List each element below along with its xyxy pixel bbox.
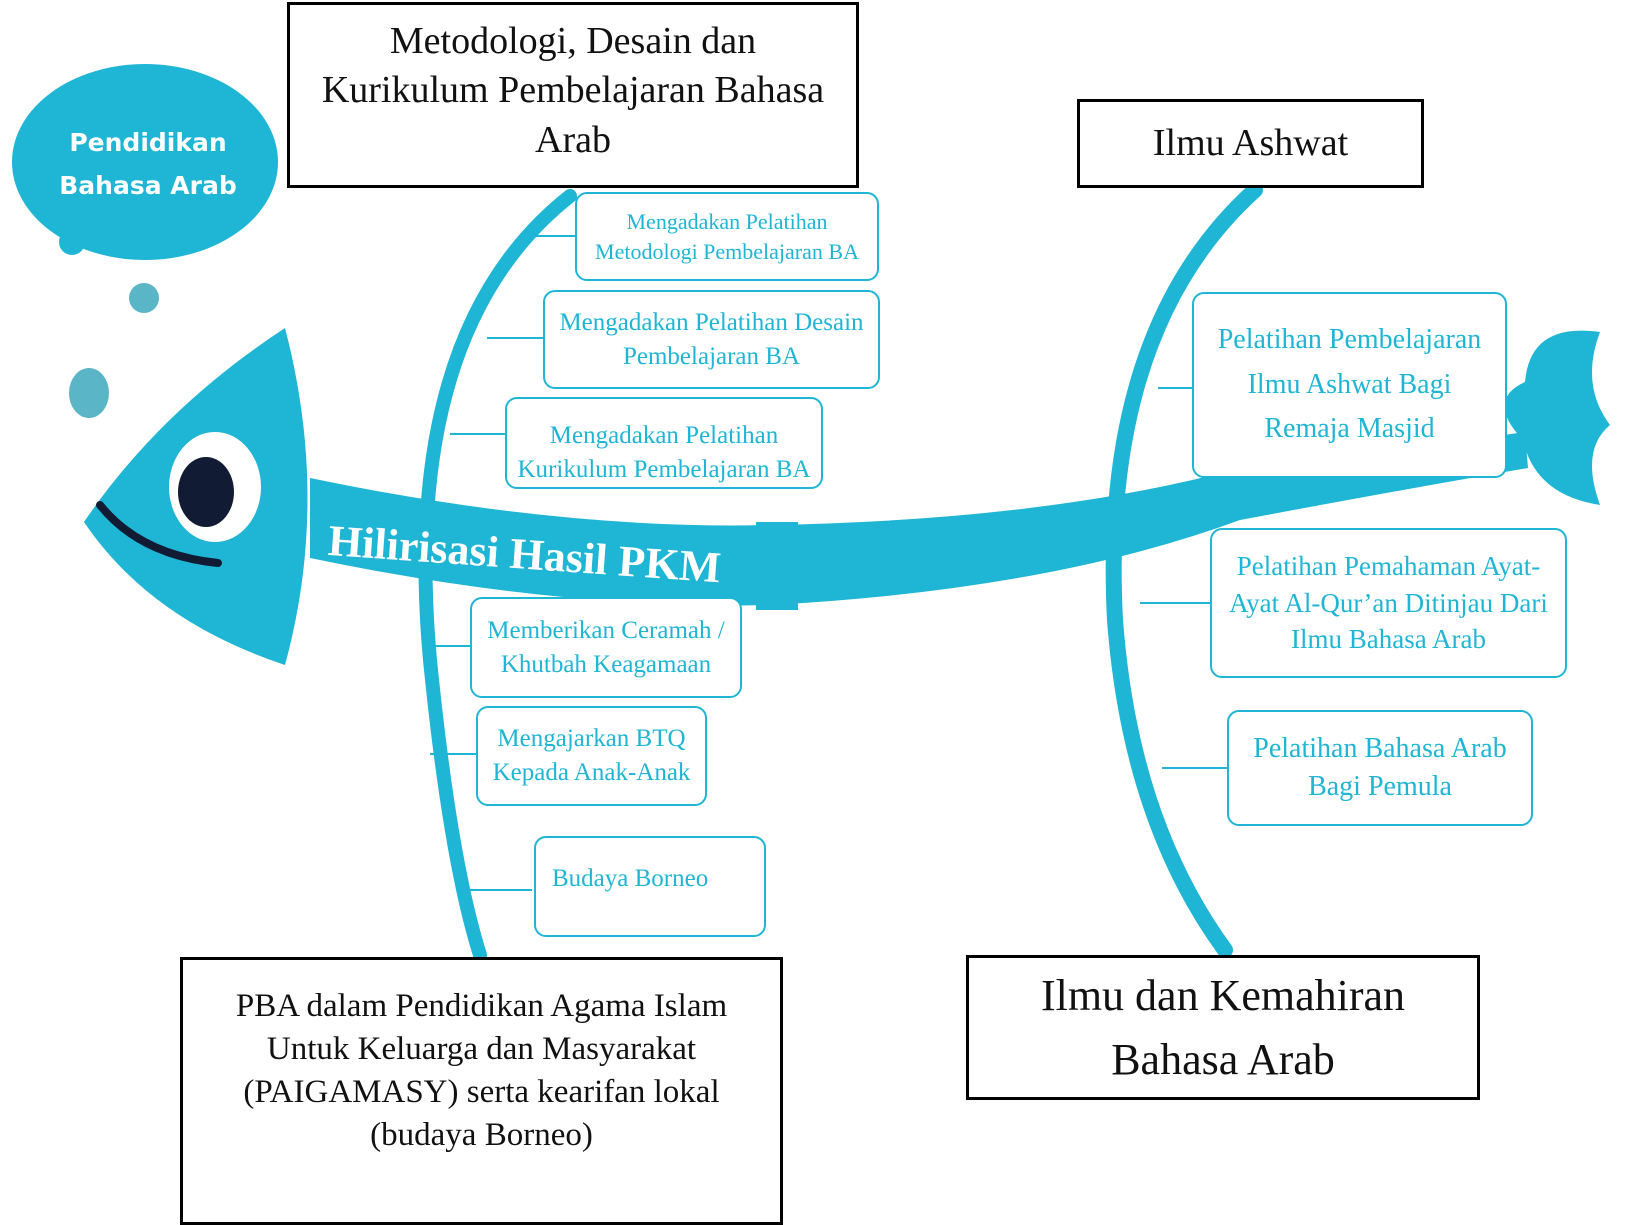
item-box: Pelatihan Pembelajaran Ilmu Ashwat Bagi … — [1192, 292, 1507, 478]
item-box: Mengadakan Pelatihan Desain Pembelajaran… — [543, 290, 880, 389]
fish-pupil — [178, 457, 234, 527]
thought-bubble-dot — [59, 229, 85, 255]
left-rib-bone — [418, 189, 577, 962]
item-box: Mengadakan Pelatihan Metodologi Pembelaj… — [575, 192, 879, 281]
thought-bubble-dot — [69, 368, 109, 418]
fish-tail — [1504, 330, 1610, 505]
thought-bubble — [12, 64, 278, 260]
category-box-methodology: Metodologi, Desain dan Kurikulum Pembela… — [287, 2, 859, 188]
thought-bubble-dot — [129, 283, 159, 313]
category-box-paigamasy: PBA dalam Pendidikan Agama Islam Untuk K… — [180, 957, 783, 1225]
right-rib-bone — [1105, 182, 1263, 958]
item-box: Mengajarkan BTQ Kepada Anak-Anak — [476, 706, 707, 806]
thought-bubble-label: Pendidikan Bahasa Arab — [59, 128, 237, 200]
item-box: Pelatihan Pemahaman Ayat-Ayat Al-Qur’an … — [1210, 528, 1567, 678]
item-box: Pelatihan Bahasa Arab Bagi Pemula — [1227, 710, 1533, 826]
item-box: Budaya Borneo — [534, 836, 766, 937]
item-box: Memberikan Ceramah / Khutbah Keagamaan — [470, 597, 742, 698]
item-box: Mengadakan Pelatihan Kurikulum Pembelaja… — [505, 397, 823, 489]
category-box-kemahiran: Ilmu dan Kemahiran Bahasa Arab — [966, 955, 1480, 1100]
spine-joint — [756, 522, 798, 610]
fish-mouth — [96, 501, 222, 567]
category-box-ashwat: Ilmu Ashwat — [1077, 99, 1424, 188]
